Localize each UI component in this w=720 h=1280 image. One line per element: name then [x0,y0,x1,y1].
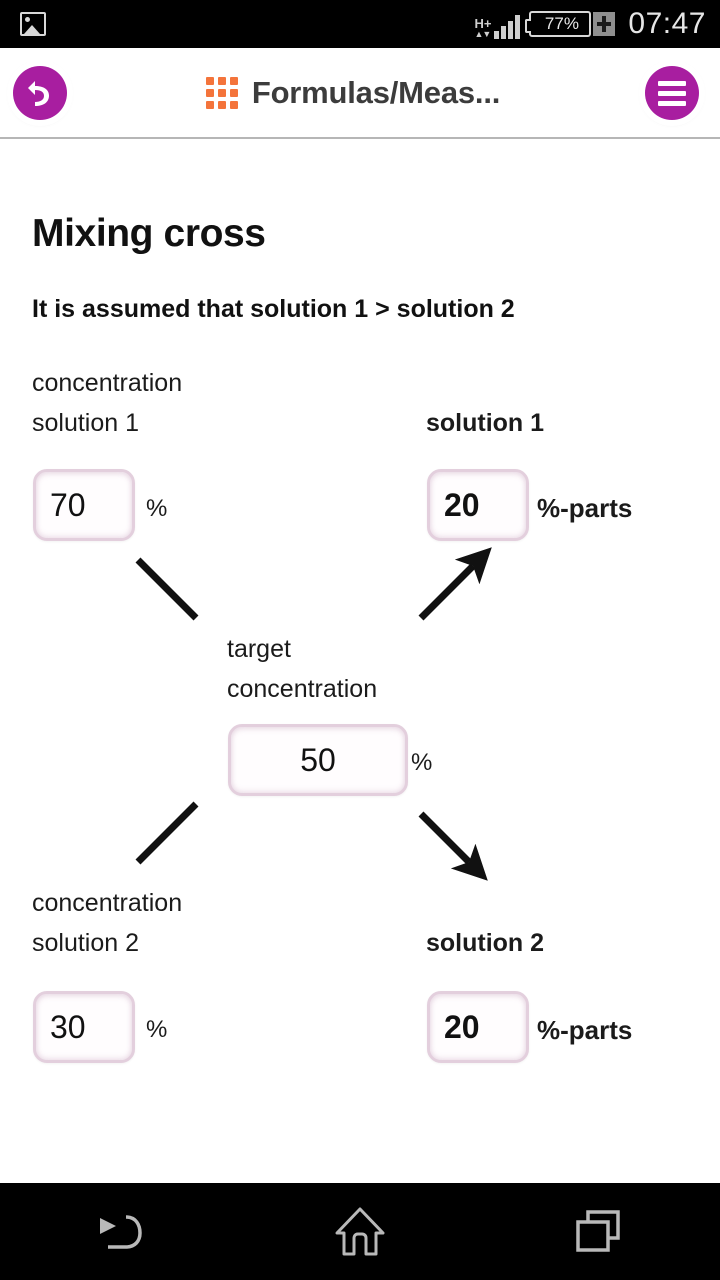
unit-parts-solution-2: %-parts [537,1015,633,1045]
system-nav-bar [0,1183,720,1280]
battery-indicator: 77% [529,11,616,37]
arrow-target-to-parts-solution1 [418,547,492,621]
nav-back-button[interactable] [60,1197,180,1267]
content-area: Mixing cross It is assumed that solution… [0,139,720,1183]
back-icon [100,1214,142,1249]
app-bar-divider [0,137,720,139]
home-icon [335,1207,385,1255]
status-bar-right: H+ ▲▼ 77% 07:47 [474,7,706,41]
unit-concentration-solution-1: % [146,495,168,522]
status-bar-left [20,12,46,36]
image-icon [20,12,46,36]
signal-strength-bars [494,15,521,39]
app-title: Formulas/Meas... [251,75,501,110]
nav-home-button[interactable] [300,1197,420,1267]
line-solution1-to-target [135,557,199,621]
back-button[interactable] [13,66,67,120]
status-bar: H+ ▲▼ 77% 07:47 [0,0,720,48]
input-target-concentration[interactable]: 50 [228,724,408,796]
hamburger-menu-icon [658,80,686,106]
recents-icon [576,1209,620,1252]
network-type-label: H+ ▲▼ [474,16,492,39]
label-parts-solution-1: solution 1 [426,409,545,437]
signal-bars-icon: H+ ▲▼ [474,9,521,39]
status-bar-clock: 07:47 [628,7,706,40]
network-type-text: H+ [474,16,492,31]
apps-grid-icon [205,77,238,109]
input-concentration-solution-1[interactable]: 70 [33,469,135,541]
arrow-target-to-parts-solution2 [418,811,488,881]
input-parts-solution-2[interactable]: 20 [427,991,529,1063]
menu-button[interactable] [645,66,699,120]
data-traffic-arrows-icon: ▲▼ [474,29,491,39]
label-parts-solution-2: solution 2 [426,929,545,957]
label-concentration-solution-2: concentration solution 2 [32,889,183,957]
charging-plug-icon [593,12,616,36]
unit-parts-solution-1: %-parts [537,493,633,523]
input-parts-solution-1[interactable]: 20 [427,469,529,541]
input-concentration-solution-2[interactable]: 30 [33,991,135,1063]
page-title: Mixing cross [32,212,266,255]
battery-percent-label: 77% [529,11,592,37]
unit-concentration-solution-2: % [146,1016,168,1043]
assumption-note: It is assumed that solution 1 > solution… [32,295,515,323]
app-bar: Formulas/Meas... [0,48,720,138]
app-title-block: Formulas/Meas... [61,75,645,111]
unit-target-concentration: % [411,749,433,776]
line-solution2-to-target [135,801,199,865]
nav-recents-button[interactable] [540,1197,660,1267]
label-target-concentration: target concentration [227,635,378,703]
label-concentration-solution-1: concentration solution 1 [32,369,183,437]
undo-back-icon [28,81,49,106]
